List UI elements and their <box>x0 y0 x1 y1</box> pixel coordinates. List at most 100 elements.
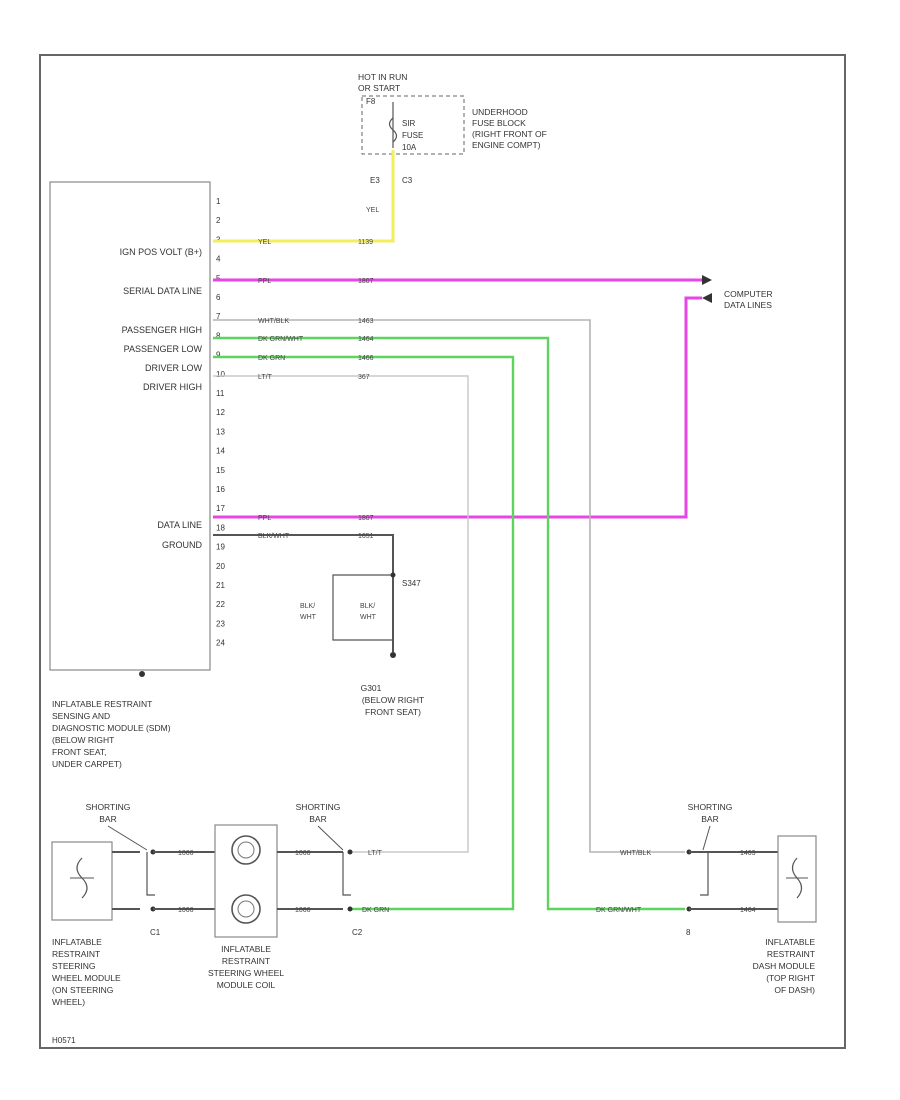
coil-desc-3: STEERING WHEEL <box>208 968 284 978</box>
sdm-pin-24: 24 <box>216 639 225 648</box>
fuse-connector-e3: E3 <box>370 176 380 185</box>
fuse-location-3: (RIGHT FRONT OF <box>472 129 547 139</box>
sdm-desc-6: UNDER CARPET) <box>52 759 122 769</box>
wheel-desc-6: WHEEL) <box>52 997 85 1007</box>
wire-label-ign-color: YEL <box>258 239 271 246</box>
sdm-pin-11: 11 <box>216 389 225 398</box>
coil-desc-4: MODULE COIL <box>217 980 276 990</box>
label-passenger-high: PASSENGER HIGH <box>122 325 202 335</box>
sdm-pin-7: 7 <box>216 312 221 321</box>
dash-module <box>777 835 817 923</box>
splice-s347 <box>390 572 396 578</box>
dash-desc-5: OF DASH) <box>774 985 815 995</box>
sdm-pin-15: 15 <box>216 466 225 475</box>
shorting-bar-dash: SHORTING BAR WHT/BLK DK GRN/WHT 1463 146… <box>596 802 778 937</box>
sdm-desc-2: SENSING AND <box>52 711 110 721</box>
right-bot-color: DK GRN/WHT <box>596 907 642 914</box>
wire-label-driver-high-color: LT/T <box>258 374 273 381</box>
c2-bot-circuit: 1066 <box>295 907 311 914</box>
sdm-pin-4: 4 <box>216 255 221 264</box>
fuse-location-1: UNDERHOOD <box>472 107 528 117</box>
wheel-desc-3: STEERING <box>52 961 95 971</box>
computer-data-lines-2: DATA LINES <box>724 300 772 310</box>
sdm-pin-18: 18 <box>216 523 225 532</box>
shorting-bar-1-line-2: BAR <box>99 814 116 824</box>
arrow-data-line <box>702 293 712 303</box>
sdm-pin-10: 10 <box>216 370 225 379</box>
wire-labels: YEL 1139 PPL 1807 WHT/BLK 1463 DK GRN/WH… <box>258 239 374 540</box>
sdm-pin-2: 2 <box>216 216 221 225</box>
connector-c2: C2 <box>352 928 363 937</box>
sdm-desc-5: FRONT SEAT, <box>52 747 106 757</box>
wire-label-driver-low-circuit: 1466 <box>358 355 374 362</box>
c2-top-color: LT/T <box>368 850 383 857</box>
sdm-pin-19: 19 <box>216 543 225 552</box>
sdm-pin-6: 6 <box>216 293 221 302</box>
fuse-icon <box>388 117 398 143</box>
figure-id: H0571 <box>52 1036 76 1045</box>
fuse-location-2: FUSE BLOCK <box>472 118 526 128</box>
sdm-description: INFLATABLE RESTRAINT SENSING AND DIAGNOS… <box>52 699 171 769</box>
label-passenger-low: PASSENGER LOW <box>124 344 203 354</box>
c2-top-circuit: 1066 <box>295 850 311 857</box>
sdm-pin-16: 16 <box>216 485 225 494</box>
ground-g301-icon <box>390 652 396 658</box>
diagram-border <box>39 54 846 1049</box>
ground-detail: S347 BLK/ WHT BLK/ WHT G301 (BELOW RIGHT… <box>300 572 424 717</box>
label-data-line: DATA LINE <box>157 520 202 530</box>
coil-lower-icon <box>231 894 261 924</box>
fuse-location-4: ENGINE COMPT) <box>472 140 541 150</box>
c2-bot-color: DK GRN <box>362 907 389 914</box>
sdm-pin-23: 23 <box>216 619 225 628</box>
ground-g301-line-2: (BELOW RIGHT <box>362 695 424 705</box>
wire-passenger-high-gray <box>213 319 685 853</box>
c1-bot-circuit: 1066 <box>178 907 194 914</box>
label-ign: IGN POS VOLT (B+) <box>120 247 202 257</box>
wire-label-data-color: PPL <box>258 515 271 522</box>
connector-right: 8 <box>686 928 691 937</box>
ground-g301-line-1: G301 <box>361 683 382 693</box>
sdm-pin-17: 17 <box>216 504 225 513</box>
wire-label-serial-color: PPL <box>258 278 271 285</box>
dash-desc-4: (TOP RIGHT <box>766 973 815 983</box>
wire-label-ground-circuit: 1651 <box>358 533 374 540</box>
wheel-desc-1: INFLATABLE <box>52 937 102 947</box>
coil-desc-1: INFLATABLE <box>221 944 271 954</box>
fuse-line-3: 10A <box>402 143 417 152</box>
shorting-bar-c1: SHORTING BAR 1066 1066 C1 <box>86 802 215 937</box>
shorting-bar-2-line-2: BAR <box>309 814 326 824</box>
shorting-bar-3-line-1: SHORTING <box>688 802 733 812</box>
right-top-color: WHT/BLK <box>620 850 651 857</box>
fuse-wire-color: YEL <box>366 207 379 214</box>
steering-wheel-module <box>51 841 140 921</box>
sdm-desc-4: (BELOW RIGHT <box>52 735 114 745</box>
ground-inner-label-2: WHT <box>360 614 377 621</box>
wire-label-serial-circuit: 1807 <box>358 278 374 285</box>
shorting-bar-2-line-1: SHORTING <box>296 802 341 812</box>
wire-ground <box>213 534 394 652</box>
fuse-line-2: FUSE <box>402 131 423 140</box>
sdm-pin-8: 8 <box>216 331 221 340</box>
ground-left-label-2: WHT <box>300 614 317 621</box>
label-ground: GROUND <box>162 540 202 550</box>
c1-top-circuit: 1066 <box>178 850 194 857</box>
label-serial-data: SERIAL DATA LINE <box>123 286 202 296</box>
label-driver-low: DRIVER LOW <box>145 363 203 373</box>
wheel-desc-4: WHEEL MODULE <box>52 973 121 983</box>
fuse-line-1: SIR <box>402 119 416 128</box>
fuse-id: F8 <box>366 97 376 106</box>
dash-desc-2: RESTRAINT <box>767 949 815 959</box>
wheel-desc-5: (ON STEERING <box>52 985 113 995</box>
fuse-hot-line-2: OR START <box>358 83 400 93</box>
wire-label-pass-low-color: DK GRN/WHT <box>258 336 304 343</box>
wire-driver-high-gray <box>213 375 469 853</box>
computer-data-lines-1: COMPUTER <box>724 289 773 299</box>
wire-label-driver-high-circuit: 367 <box>358 374 370 381</box>
steering-wheel-coil: INFLATABLE RESTRAINT STEERING WHEEL MODU… <box>208 824 284 990</box>
sdm-pin-5: 5 <box>216 274 221 283</box>
sdm-pin-9: 9 <box>216 351 221 360</box>
sdm-pin-12: 12 <box>216 408 225 417</box>
coil-upper-icon <box>231 835 261 865</box>
sdm-pin-14: 14 <box>216 447 225 456</box>
